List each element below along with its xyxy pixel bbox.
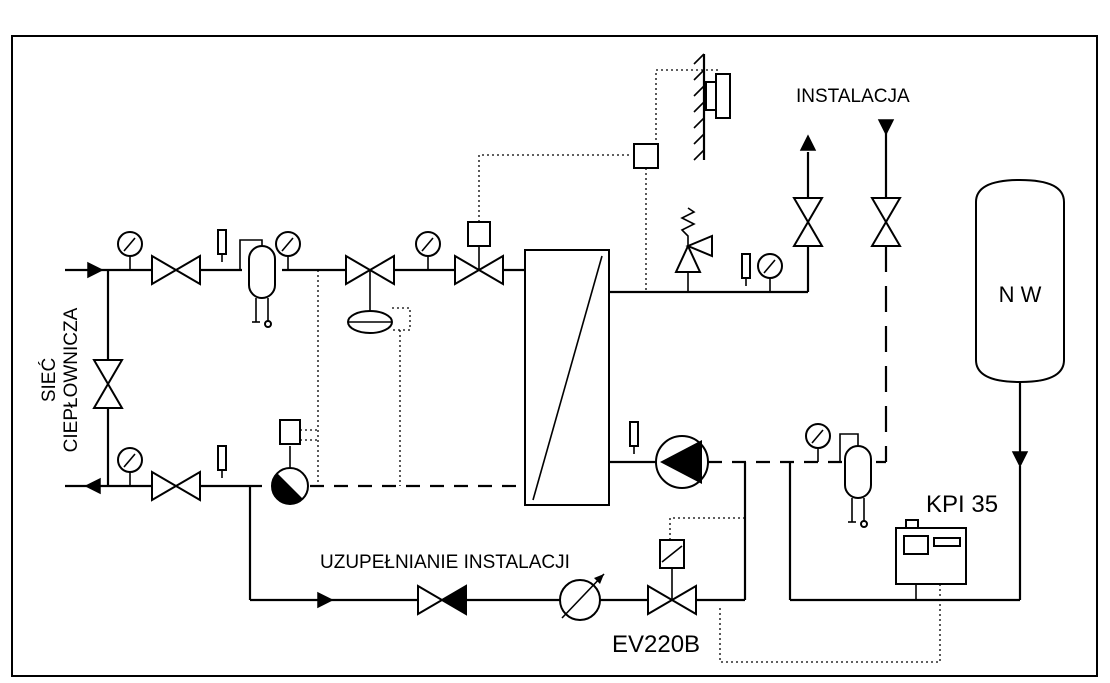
thermometer-icon — [217, 229, 227, 263]
supply-inlet-arrow-icon — [87, 262, 103, 278]
installation-supply-arrow-icon — [800, 135, 816, 151]
strainer-icon — [239, 239, 276, 328]
ball-valve-icon — [151, 471, 201, 501]
installation-label: INSTALACJA — [796, 86, 910, 107]
installation-supply-line — [609, 135, 823, 294]
return-line — [65, 419, 525, 505]
network-label-line1: SIEĆ — [38, 358, 60, 402]
installation-return-line — [609, 119, 901, 528]
thermometer-icon — [629, 421, 639, 455]
pressure-gauge-icon — [275, 231, 301, 271]
control-valve-icon — [454, 221, 504, 285]
installation-return-arrow-icon — [878, 119, 894, 135]
network-label: SIEĆ CIEPŁOWNICZA — [38, 307, 82, 452]
expansion-vessel-group: N W KPI 35 — [788, 178, 1065, 602]
thermometer-icon — [217, 445, 227, 479]
impulse-lines — [300, 69, 941, 663]
return-outlet-arrow-icon — [85, 478, 101, 494]
refill-label: UZUPEŁNIANIE INSTALACJI — [320, 552, 570, 573]
check-valve-icon — [417, 584, 467, 616]
vessel-label: N W — [999, 282, 1042, 307]
ball-valve-icon — [151, 255, 201, 285]
outdoor-sensor-icon — [693, 53, 731, 161]
bypass-valve-icon — [93, 359, 123, 409]
safety-valve-icon — [674, 207, 713, 292]
valve-label: EV220B — [612, 631, 700, 658]
network-bypass — [93, 270, 123, 486]
thermometer-icon — [741, 253, 751, 287]
pressure-gauge-icon — [415, 231, 441, 271]
flow-limiter-icon — [271, 419, 309, 505]
pressure-controller-icon — [895, 519, 967, 600]
network-label-line2: CIEPŁOWNICZA — [61, 307, 82, 452]
refill-flow-arrow-icon — [317, 592, 333, 608]
vessel-flow-arrow-icon — [1012, 451, 1028, 467]
circulation-pump-icon — [655, 435, 709, 489]
installation-return-valve-icon — [871, 197, 901, 247]
installation-supply-valve-icon — [793, 197, 823, 247]
pressure-gauge-icon — [117, 447, 143, 487]
pressure-gauge-icon — [757, 253, 783, 293]
temperature-controller-icon — [633, 143, 659, 169]
water-meter-icon — [559, 573, 605, 621]
pressure-gauge-icon — [805, 423, 831, 463]
heat-exchanger-icon — [524, 249, 610, 506]
refill-line: UZUPEŁNIANIE INSTALACJI EV220B — [248, 462, 747, 658]
supply-line — [65, 221, 525, 334]
pressure-gauge-icon — [117, 231, 143, 271]
strainer-icon — [839, 433, 872, 528]
solenoid-valve-icon — [647, 539, 697, 615]
controller-label: KPI 35 — [926, 491, 998, 518]
expansion-vessel-icon — [975, 178, 1065, 384]
diaphragm-actuator-icon — [347, 270, 393, 334]
outer-frame — [11, 35, 1098, 677]
